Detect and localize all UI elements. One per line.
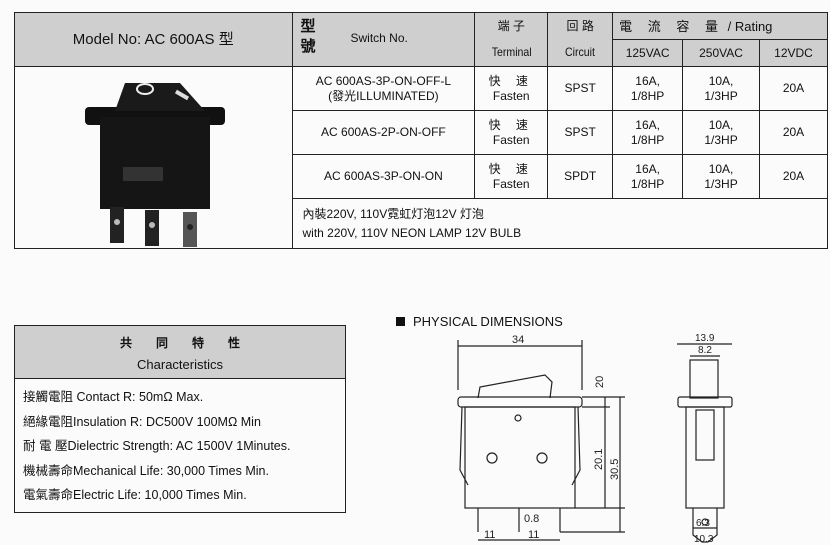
dim-side-body: 10.3 bbox=[694, 534, 714, 545]
lamp-note-en: with 220V, 110V NEON LAMP 12V BULB bbox=[302, 225, 522, 240]
characteristics-box: 共 同 特 性 Characteristics 接觸電阻 Contact R: … bbox=[14, 325, 346, 513]
rating-12vdc: 20A bbox=[759, 154, 828, 199]
square-bullet-icon bbox=[396, 317, 405, 326]
dim-pin-width: 0.8 bbox=[524, 513, 539, 525]
dim-rocker-height: 20 bbox=[594, 376, 606, 388]
insulation-resistance: 絕緣電阻Insulation R: DC500V 100MΩ Min bbox=[23, 414, 261, 429]
switch-header: 型號 Switch No. bbox=[291, 12, 476, 67]
circuit-label: Circuit bbox=[547, 39, 614, 67]
model-header: Model No: AC 600AS 型 bbox=[14, 12, 293, 67]
terminal: Fasten bbox=[492, 88, 530, 103]
dim-body-height: 20.1 bbox=[593, 449, 605, 470]
circuit: SPST bbox=[547, 66, 614, 111]
dimensions-title: PHYSICAL DIMENSIONS bbox=[413, 314, 563, 329]
dim-total-height: 30.5 bbox=[609, 459, 621, 480]
rating-header: 電 流 容 量 / Rating bbox=[612, 12, 828, 40]
terminal-label: Terminal bbox=[474, 39, 549, 67]
voltage-12vdc: 12VDC bbox=[759, 39, 828, 67]
characteristics-title: Characteristics bbox=[137, 357, 223, 372]
dim-side-width: 13.9 bbox=[695, 333, 715, 344]
circuit: SPDT bbox=[547, 154, 614, 199]
dim-pitch-left: 11 bbox=[484, 529, 495, 541]
switch-photo-cell bbox=[14, 66, 293, 249]
characteristics-header: 共 同 特 性 Characteristics bbox=[15, 326, 345, 379]
dim-side-rocker: 8.2 bbox=[698, 345, 712, 356]
switch-no: AC 600AS-3P-ON-ON bbox=[291, 154, 476, 199]
switch-no: AC 600AS-3P-ON-OFF-L bbox=[315, 73, 452, 88]
dim-side-tab: 6.3 bbox=[696, 518, 710, 529]
dimensions-heading: PHYSICAL DIMENSIONS bbox=[396, 314, 563, 329]
circuit-cjk: 回 路 bbox=[547, 12, 614, 40]
lamp-note-row: 內裝220V, 110V霓虹灯泡12V 灯泡 with 220V, 110V N… bbox=[15, 198, 828, 249]
voltage-125vac: 125VAC bbox=[612, 39, 684, 67]
contact-resistance: 接觸電阻 Contact R: 50mΩ Max. bbox=[23, 390, 204, 404]
circuit: SPST bbox=[547, 110, 614, 155]
mechanical-life: 機械壽命Mechanical Life: 30,000 Times Min. bbox=[23, 463, 269, 478]
voltage-250vac: 250VAC bbox=[682, 39, 760, 67]
dim-width: 34 bbox=[512, 334, 524, 346]
terminal-cjk: 端 子 bbox=[474, 12, 549, 40]
rating-12vdc: 20A bbox=[759, 66, 828, 111]
lamp-note-cjk: 內裝220V, 110V霓虹灯泡12V 灯泡 bbox=[302, 206, 484, 221]
dim-pitch-right: 11 bbox=[528, 529, 539, 541]
rocker-switch-photo bbox=[85, 83, 225, 247]
model-label: Model No: AC 600AS 型 bbox=[72, 31, 234, 48]
spec-table: Model No: AC 600AS 型 型號 Switch No. 端 子 回… bbox=[14, 12, 828, 249]
dimension-drawing: 34 11 11 0.8 20 20.1 30.5 13.9 8.2 6.3 1… bbox=[457, 333, 733, 545]
rating-12vdc: 20A bbox=[759, 110, 828, 155]
dielectric-strength: 耐 電 壓Dielectric Strength: AC 1500V 1Minu… bbox=[23, 439, 291, 453]
switch-label: Switch No. bbox=[350, 31, 408, 45]
switch-cjk: 型號 bbox=[300, 18, 316, 55]
electric-life: 電氣壽命Electric Life: 10,000 Times Min. bbox=[23, 488, 247, 502]
switch-no: AC 600AS-2P-ON-OFF bbox=[291, 110, 476, 155]
characteristics-title-cjk: 共 同 特 性 bbox=[119, 336, 240, 350]
switch-note: (發光ILLUMINATED) bbox=[328, 88, 439, 103]
